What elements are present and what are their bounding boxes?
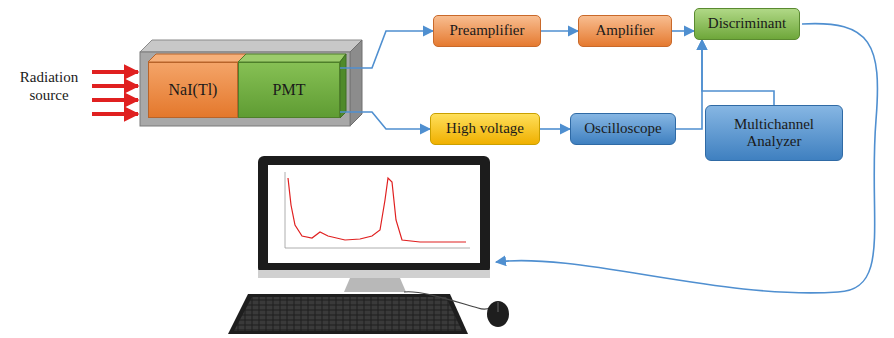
signal-connector [540,128,570,130]
detector-housing [140,40,362,126]
source-label: Radiation source [4,68,94,104]
process-box: High voltage [430,113,540,145]
node-text: Multichannel Analyzer [706,116,842,151]
node-text: High voltage [446,120,524,137]
node-text: Discriminant [708,15,786,32]
signal-connector [672,30,694,32]
signal-connector [340,112,430,129]
output-cable [496,24,877,293]
instrument-box: Oscilloscope [570,113,676,145]
signal-connector [340,31,433,68]
signal-connector [676,40,702,129]
process-box: Amplifier [578,15,672,47]
node-text: PMT [273,81,306,99]
process-box: Preamplifier [433,15,541,47]
crystal-box: NaI(Tl) [148,62,238,118]
pmt-box: PMT [238,62,340,118]
node-text: Preamplifier [450,22,525,39]
instrument-box: Multichannel Analyzer [705,105,843,161]
process-box: Discriminant [694,8,800,40]
computer [228,156,509,334]
signal-connector [541,30,578,32]
signal-connector [702,40,774,105]
node-text: Oscilloscope [584,120,661,137]
node-text: Amplifier [595,22,654,39]
radiation-arrows [92,72,138,114]
node-text: NaI(Tl) [169,81,218,99]
